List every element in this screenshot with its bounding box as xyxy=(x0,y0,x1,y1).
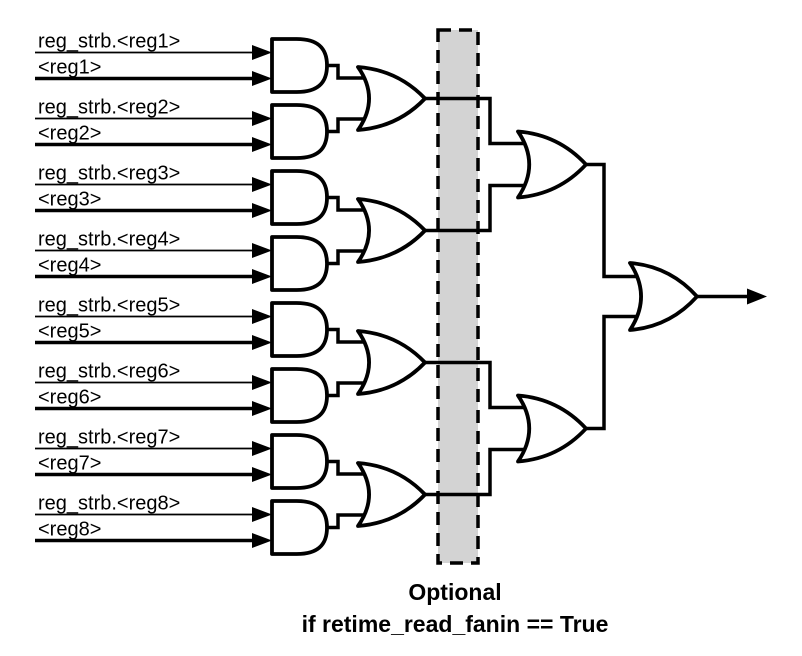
input-arrowhead-strobe-reg1 xyxy=(252,45,272,60)
or-gate-stage2-2 xyxy=(356,197,427,264)
input-arrowhead-reg2 xyxy=(252,137,272,152)
wire-and3-to-or xyxy=(327,195,372,212)
and-gate-reg3 xyxy=(270,169,329,226)
or-gate-final xyxy=(628,261,699,332)
input-arrowhead-reg5 xyxy=(252,335,272,350)
input-arrowhead-strobe-reg7 xyxy=(252,441,272,456)
wire-or3-1-to-final xyxy=(584,162,644,279)
input-arrowhead-reg7 xyxy=(252,467,272,482)
input-label-strobe-reg8: reg_strb.<reg8> xyxy=(38,493,180,515)
and-gate-reg2 xyxy=(270,103,329,160)
input-label-reg1: <reg1> xyxy=(38,57,101,79)
input-label-reg3: <reg3> xyxy=(38,189,101,211)
optional-retime-region xyxy=(436,28,480,565)
input-arrowhead-strobe-reg5 xyxy=(252,309,272,324)
input-label-strobe-reg1: reg_strb.<reg1> xyxy=(38,31,180,53)
wire-and4-to-or xyxy=(327,249,372,266)
or-gate-stage3-1 xyxy=(516,129,588,200)
input-label-strobe-reg2: reg_strb.<reg2> xyxy=(38,97,180,119)
input-arrowhead-strobe-reg3 xyxy=(252,177,272,192)
wire-and1-to-or xyxy=(327,63,372,80)
and-gate-reg5 xyxy=(270,301,329,358)
input-label-strobe-reg3: reg_strb.<reg3> xyxy=(38,163,180,185)
and-gate-reg1 xyxy=(270,37,329,94)
input-arrowhead-reg6 xyxy=(252,401,272,416)
wire-and5-to-or xyxy=(327,327,372,344)
wire-or2-4-to-or3 xyxy=(425,447,532,497)
and-gate-reg4 xyxy=(270,235,329,292)
and-gate-reg8 xyxy=(270,499,329,556)
input-arrowhead-reg8 xyxy=(252,533,272,548)
wire-or3-2-to-final xyxy=(584,314,644,431)
input-label-strobe-reg4: reg_strb.<reg4> xyxy=(38,229,180,251)
caption-optional: Optional xyxy=(408,579,501,605)
input-label-strobe-reg6: reg_strb.<reg6> xyxy=(38,361,180,383)
input-arrowhead-strobe-reg4 xyxy=(252,243,272,258)
input-label-reg2: <reg2> xyxy=(38,123,101,145)
wire-or2-2-to-or3 xyxy=(425,183,532,233)
or-gate-stage2-4 xyxy=(356,461,427,528)
input-arrowhead-reg1 xyxy=(252,71,272,86)
input-arrowhead-strobe-reg2 xyxy=(252,111,272,126)
input-label-reg6: <reg6> xyxy=(38,387,101,409)
input-label-reg8: <reg8> xyxy=(38,519,101,541)
input-label-reg5: <reg5> xyxy=(38,321,101,343)
wire-and6-to-or xyxy=(327,381,372,398)
input-label-strobe-reg7: reg_strb.<reg7> xyxy=(38,427,180,449)
wire-or2-1-to-or3 xyxy=(425,96,532,146)
wire-and7-to-or xyxy=(327,459,372,476)
input-label-reg7: <reg7> xyxy=(38,453,101,475)
wire-and8-to-or xyxy=(327,513,372,530)
and-gate-reg6 xyxy=(270,367,329,424)
input-arrowhead-strobe-reg6 xyxy=(252,375,272,390)
and-gate-reg7 xyxy=(270,433,329,490)
input-arrowhead-reg4 xyxy=(252,269,272,284)
input-label-strobe-reg5: reg_strb.<reg5> xyxy=(38,295,180,317)
or-gate-stage3-2 xyxy=(516,393,588,464)
or-gate-stage2-3 xyxy=(356,329,427,396)
input-arrowhead-strobe-reg8 xyxy=(252,507,272,522)
or-gate-stage2-1 xyxy=(356,65,427,132)
input-label-reg4: <reg4> xyxy=(38,255,101,277)
output-arrowhead xyxy=(747,288,767,305)
wire-and2-to-or xyxy=(327,117,372,134)
caption-condition: if retime_read_fanin == True xyxy=(302,611,609,637)
wire-or2-3-to-or3 xyxy=(425,360,532,410)
input-arrowhead-reg3 xyxy=(252,203,272,218)
